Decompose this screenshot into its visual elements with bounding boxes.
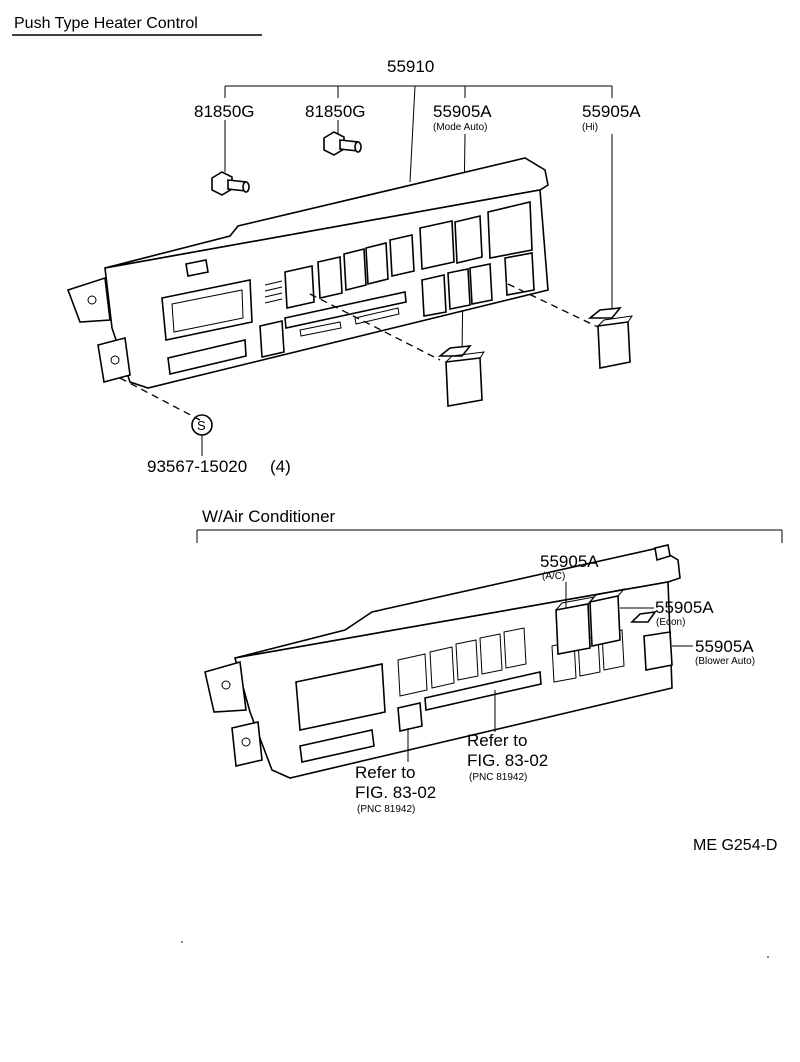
label-knob-mode-note: (Mode Auto) bbox=[433, 122, 487, 133]
label-ref-right-line1: Refer to bbox=[467, 731, 527, 750]
assembly-bracket bbox=[224, 85, 613, 183]
label-ref-left-line2: FIG. 83-02 bbox=[355, 783, 436, 802]
knob-blower-auto-icon bbox=[630, 610, 673, 671]
label-ref-left-line1: Refer to bbox=[355, 763, 415, 782]
label-knob-mode: 55905A bbox=[433, 102, 492, 121]
label-knob-ac-note: (A/C) bbox=[542, 571, 565, 582]
footer-code: ME G254-D bbox=[693, 837, 777, 854]
label-knob-hi: 55905A bbox=[582, 102, 641, 121]
knob-mode-auto-icon bbox=[437, 345, 486, 407]
section-ac-title: W/Air Conditioner bbox=[202, 507, 336, 526]
label-knob-ac: 55905A bbox=[540, 552, 599, 571]
section-ac-bracket bbox=[196, 529, 783, 543]
svg-text:S: S bbox=[197, 418, 206, 433]
knob-econ-icon bbox=[589, 588, 626, 647]
label-screw: 93567-15020 bbox=[147, 457, 247, 476]
label-knob-blower-note: (Blower Auto) bbox=[695, 656, 755, 667]
label-knob-econ: 55905A bbox=[655, 598, 714, 617]
label-bolt-left: 81850G bbox=[194, 102, 255, 121]
label-knob-blower: 55905A bbox=[695, 637, 754, 656]
label-knob-hi-note: (Hi) bbox=[582, 122, 598, 133]
label-screw-qty: (4) bbox=[270, 457, 291, 476]
label-ref-left-line3: (PNC 81942) bbox=[357, 804, 415, 815]
label-knob-econ-note: (Econ) bbox=[656, 617, 685, 628]
knob-hi-icon bbox=[587, 307, 634, 369]
label-assembly: 55910 bbox=[387, 57, 434, 76]
bolt-left-icon bbox=[211, 171, 250, 196]
ac-control-unit bbox=[204, 544, 681, 779]
bolt-right-icon bbox=[323, 131, 362, 156]
heater-control-unit bbox=[66, 157, 549, 389]
diagram-title: Push Type Heater Control bbox=[14, 15, 198, 32]
label-ref-right-line3: (PNC 81942) bbox=[469, 772, 527, 783]
screw-symbol-icon: S bbox=[191, 414, 213, 436]
label-ref-right-line2: FIG. 83-02 bbox=[467, 751, 548, 770]
label-bolt-right: 81850G bbox=[305, 102, 366, 121]
